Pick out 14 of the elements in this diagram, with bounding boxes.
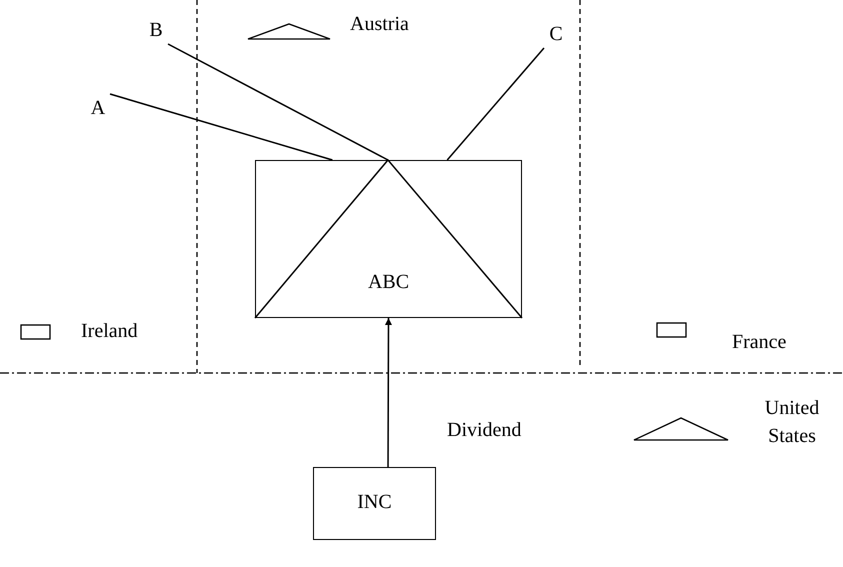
- line-label: A: [86, 94, 110, 122]
- legend-label: United States: [764, 396, 820, 449]
- arrow: [384, 318, 392, 467]
- entity-label: INC: [357, 490, 392, 512]
- line-label: C: [544, 20, 568, 48]
- leader-line: [446, 48, 545, 160]
- entity-label: ABC: [368, 271, 410, 293]
- legend-label: France: [732, 331, 786, 354]
- leader-line: [110, 93, 333, 161]
- legend-label: Ireland: [81, 320, 138, 343]
- leader-line: [168, 43, 388, 161]
- line-label: B: [144, 16, 168, 44]
- legend-label: Austria: [350, 13, 409, 36]
- entity-box: [313, 467, 436, 540]
